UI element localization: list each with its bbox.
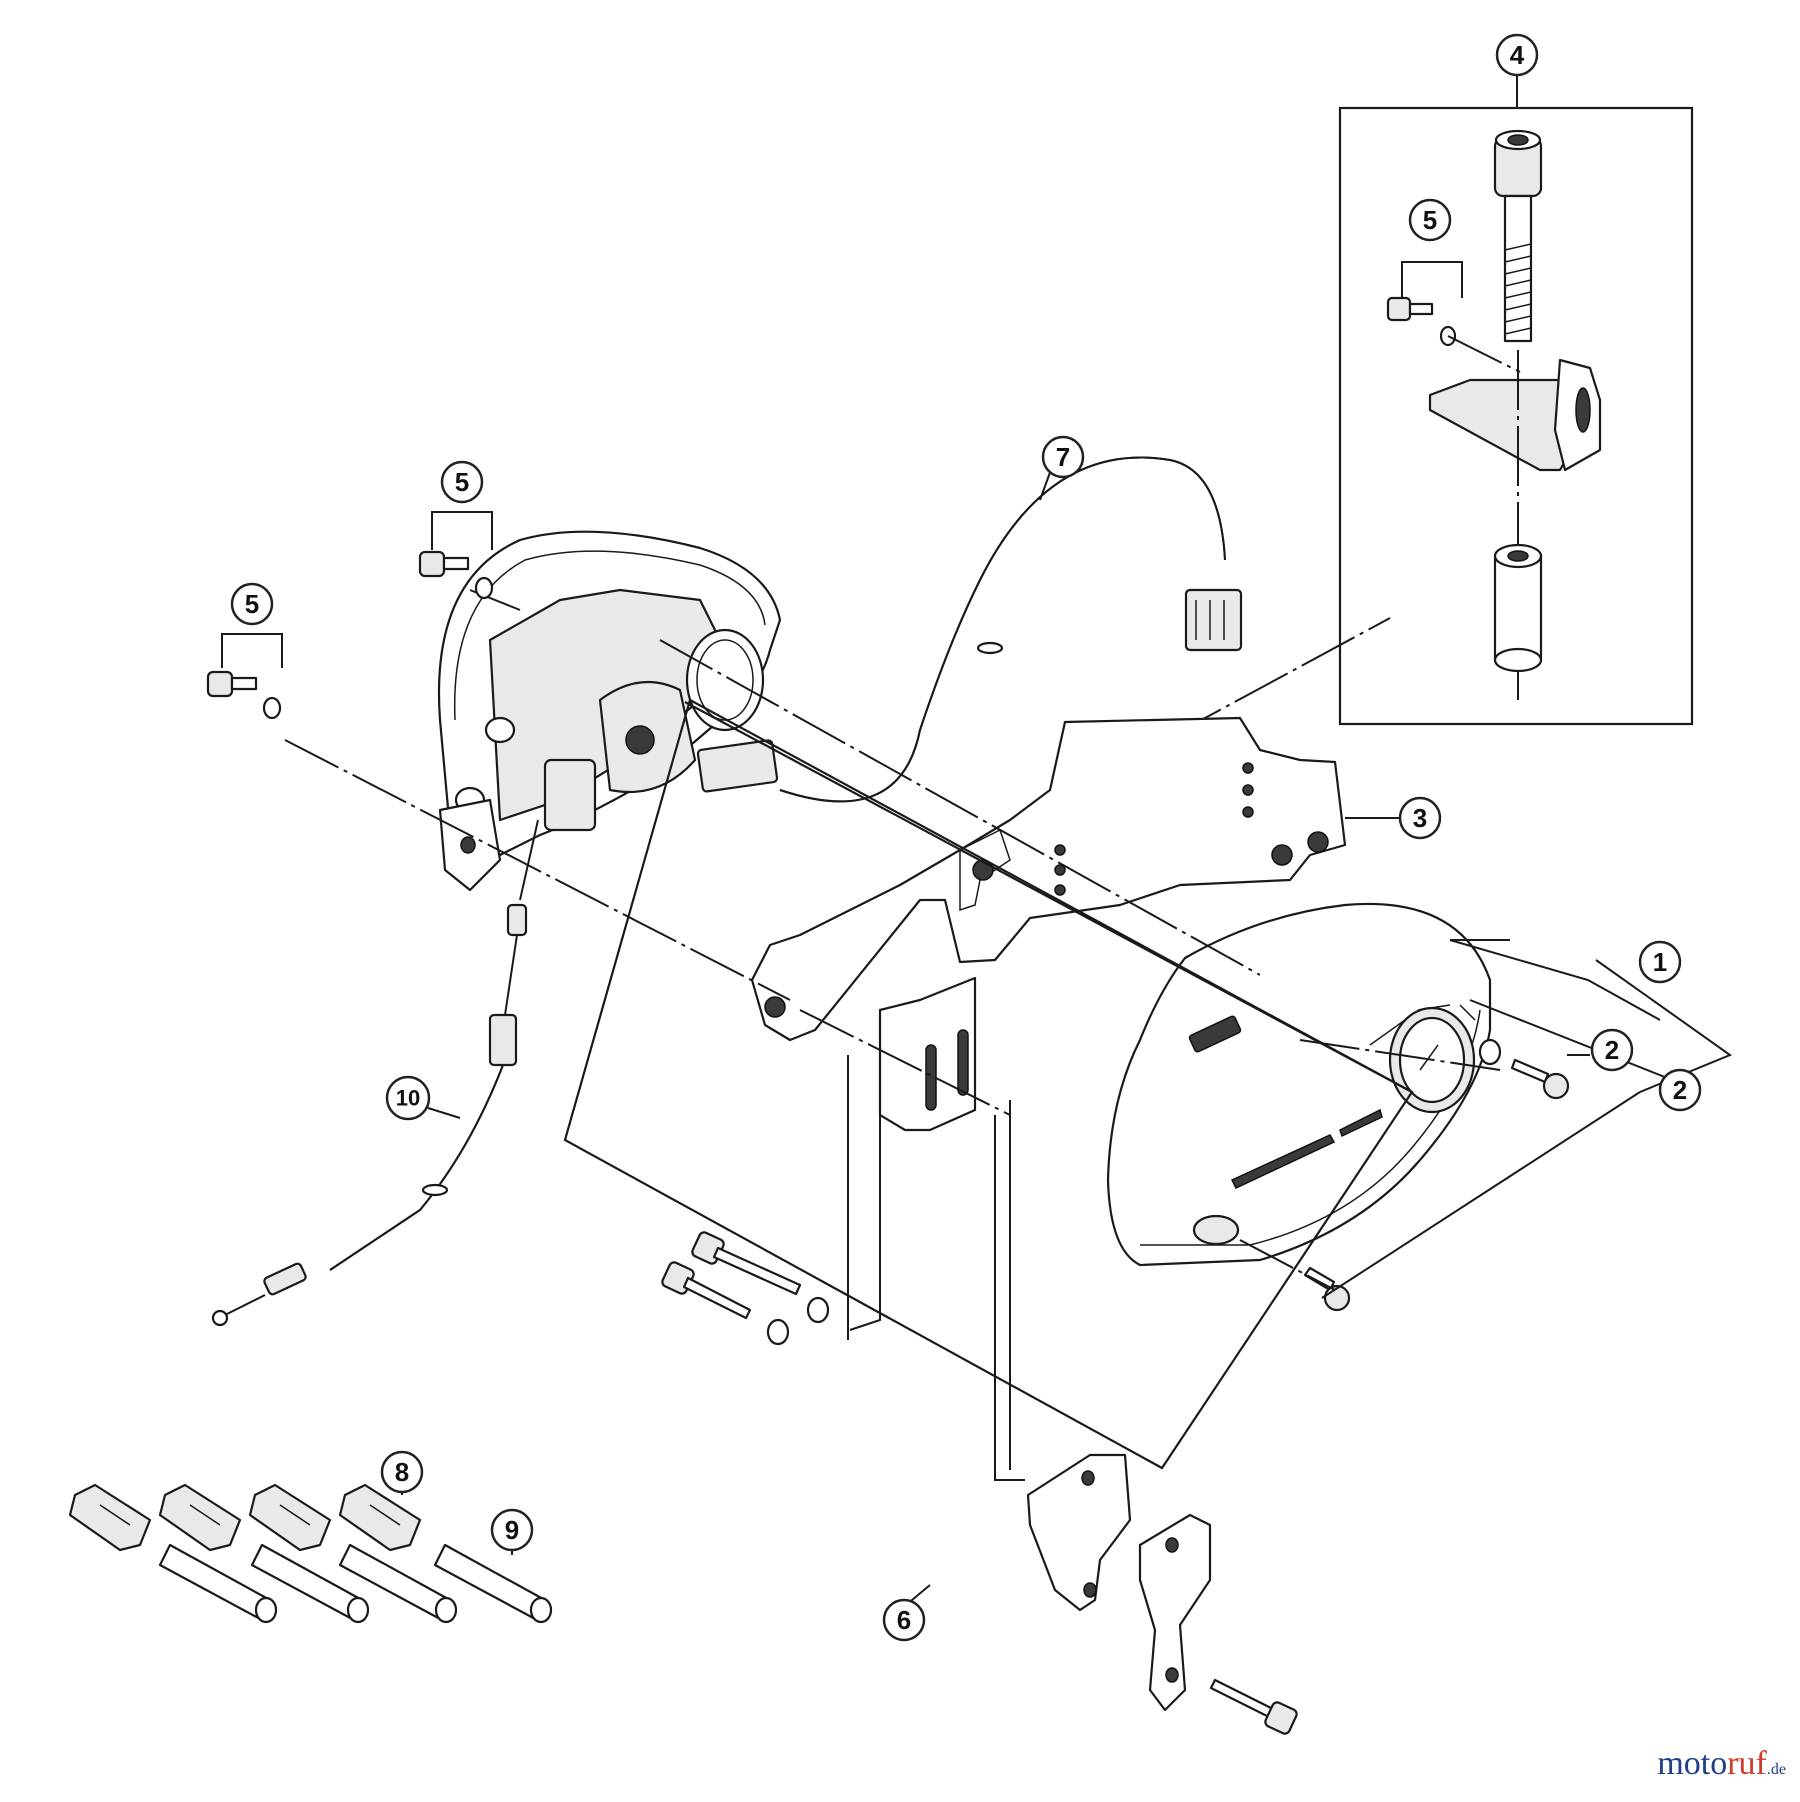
cover-screw-upper (1510, 1058, 1570, 1100)
terminal-1 (68, 1483, 152, 1552)
callout-6: 6 (882, 1598, 926, 1642)
callout-5-top: 5 (440, 460, 484, 504)
callout-8: 8 (380, 1450, 424, 1494)
throttle-cable (211, 819, 539, 1327)
screw-washer-box4 (1386, 261, 1521, 373)
cap-screw (1493, 129, 1543, 343)
align-line-left (284, 739, 791, 1001)
sleeve-4 (433, 1543, 553, 1624)
svg-text:5: 5 (455, 467, 469, 497)
mounting-plate (750, 716, 1347, 1132)
kit-clamp-1 (1026, 1453, 1132, 1612)
terminal-3 (248, 1483, 332, 1552)
callout-5-left: 5 (230, 582, 274, 626)
leader-2b (1469, 999, 1691, 1087)
insulation-sleeves (158, 1543, 553, 1624)
svg-text:8: 8 (395, 1457, 409, 1487)
terminal-connectors (68, 1483, 422, 1552)
svg-text:9: 9 (505, 1515, 519, 1545)
sleeve-2 (250, 1543, 370, 1624)
watermark-logo: motoruf.de (1657, 1745, 1786, 1782)
align-line-top (659, 639, 1261, 976)
leader-2b-lower (1321, 1091, 1641, 1299)
instrument-housing-rear (438, 530, 782, 892)
svg-text:2: 2 (1605, 1035, 1619, 1065)
svg-text:6: 6 (897, 1605, 911, 1635)
mount-bracket (1428, 358, 1602, 472)
callout-7: 7 (1041, 435, 1085, 479)
fastener-kit-box (563, 698, 1414, 1735)
wiring-harness (696, 456, 1243, 803)
kit-bolt-1 (691, 1231, 802, 1296)
screw-washer-left (206, 633, 283, 720)
sleeve-1 (158, 1543, 278, 1624)
callout-10: 10 (385, 1075, 431, 1121)
svg-text:3: 3 (1413, 803, 1427, 833)
leader-1 (1449, 939, 1661, 1021)
callout-9: 9 (490, 1508, 534, 1552)
sleeve-3 (338, 1543, 458, 1624)
screw-washer-top (418, 511, 494, 600)
svg-text:10: 10 (396, 1086, 420, 1111)
callout-4: 4 (1495, 33, 1539, 77)
kit-bolt-2 (661, 1261, 752, 1320)
leader-10 (427, 1107, 461, 1119)
callout-2-lower: 2 (1658, 1068, 1702, 1112)
terminal-2 (158, 1483, 242, 1552)
terminal-4 (338, 1483, 422, 1552)
callout-1: 1 (1638, 940, 1682, 984)
callout-5-box: 5 (1408, 198, 1452, 242)
svg-text:4: 4 (1510, 40, 1525, 70)
svg-text:2: 2 (1673, 1075, 1687, 1105)
svg-text:1: 1 (1653, 947, 1667, 977)
callout-2-upper: 2 (1590, 1028, 1634, 1072)
kit-bolt-3 (1209, 1678, 1298, 1735)
svg-text:5: 5 (245, 589, 259, 619)
svg-text:5: 5 (1423, 205, 1437, 235)
callout-3: 3 (1398, 796, 1442, 840)
detail-box-part-4 (1338, 75, 1694, 726)
svg-text:7: 7 (1056, 442, 1070, 472)
cover-screw-lower (1303, 1266, 1351, 1312)
kit-clamp-2 (1138, 1513, 1212, 1712)
guide-line-2 (994, 1115, 1025, 1481)
spacer-sleeve (1493, 543, 1543, 673)
